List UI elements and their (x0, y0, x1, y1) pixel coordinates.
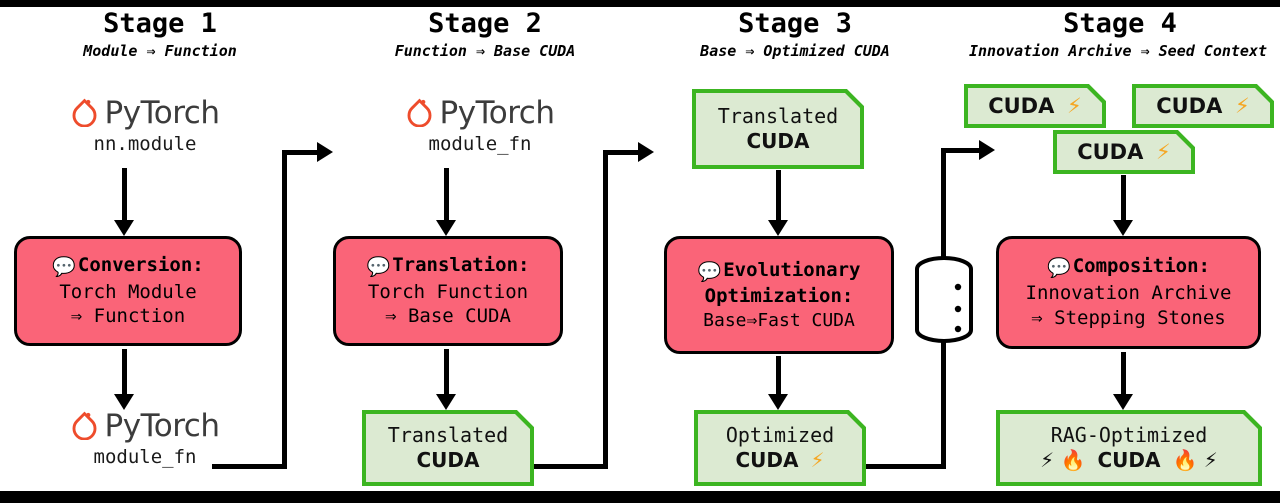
stage-1-process-line-3: ⇒ Function (70, 305, 186, 328)
stage-3-process-box[interactable]: 💬Evolutionary Optimization: Base⇒Fast CU… (664, 236, 894, 354)
connector-2-to-3-arrowhead (638, 142, 654, 162)
speech-bubble-icon: 💬 (52, 255, 76, 278)
stage-3-title: Stage 3 (738, 8, 852, 39)
stage-3-card-line-2: CUDA ⚡ (735, 448, 825, 472)
speech-bubble-icon: 💬 (366, 255, 391, 278)
connector-1-to-2-horizontal-lower (212, 464, 287, 469)
connector-2-to-3-horizontal-upper (603, 150, 640, 155)
stage-2-process-line-2: Torch Function (367, 280, 529, 303)
stage-1-title: Stage 1 (103, 8, 217, 39)
stage-4-archive-card-2[interactable]: CUDA ⚡ (1132, 84, 1274, 128)
stage-4-card-line-2: ⚡ 🔥 CUDA 🔥 ⚡ (1040, 448, 1218, 472)
pytorch-logo-icon (71, 409, 98, 444)
stage-4-title: Stage 4 (1063, 8, 1177, 39)
lightning-icon: ⚡ (810, 448, 825, 472)
connector-1-to-2-horizontal-upper (282, 150, 319, 155)
stage-2-top-code: module_fn (428, 133, 532, 155)
stage-2-card-line-1: Translated (387, 423, 509, 447)
lightning-icon: ⚡ (1235, 93, 1250, 118)
stage-3-arrow-bottom-head (768, 394, 788, 410)
top-border-bar (0, 0, 1280, 7)
stage-2-card-line-2: CUDA (416, 448, 480, 472)
pytorch-wordmark: PyTorch (104, 95, 220, 131)
stage-1-process-line-2: Torch Module (59, 280, 197, 303)
stage-4-archive-card-3[interactable]: CUDA ⚡ (1053, 130, 1195, 174)
stage-2-arrow-bottom-head (436, 394, 456, 410)
stage-4-process-line-3: ⇒ Stepping Stones (1031, 306, 1226, 329)
stage-1-top-pytorch-label: PyTorch nn.module (0, 95, 290, 155)
stage-4-archive-card-1-label: CUDA ⚡ (988, 93, 1082, 118)
speech-bubble-icon: 💬 (697, 260, 722, 283)
stage-3-process-line-1: 💬Evolutionary (697, 258, 861, 283)
pytorch-wordmark: PyTorch (439, 95, 555, 131)
stage-3-card-line-1: Optimized (725, 423, 835, 447)
stage-3-translated-cuda-card[interactable]: Translated CUDA (692, 89, 864, 169)
stage-1-arrow-top-head (114, 220, 134, 236)
stage-2-subtitle: Function ⇒ Base CUDA (394, 42, 576, 60)
stage-1-process-line-1: 💬Conversion: (52, 253, 204, 278)
lightning-fire-prefix-icon: ⚡ 🔥 (1040, 448, 1086, 472)
connector-1-to-2-vertical (282, 150, 287, 469)
stage-1-bottom-pytorch-label: PyTorch module_fn (0, 408, 290, 468)
stage-4-arrow-bottom-head (1113, 394, 1133, 410)
stage-3-process-line-3: Base⇒Fast CUDA (703, 309, 855, 331)
stage-3-top-card-line-1: Translated (717, 104, 839, 128)
stage-1-arrow-bottom-head (114, 394, 134, 410)
connector-3-to-db-horizontal (866, 464, 946, 469)
stage-2-title: Stage 2 (428, 8, 542, 39)
stage-3-optimized-cuda-card[interactable]: Optimized CUDA ⚡ (694, 410, 866, 486)
stage-1-subtitle: Module ⇒ Function (83, 42, 237, 60)
stage-4-arrow-bottom-line (1121, 352, 1126, 397)
stage-1-arrow-top-line (122, 168, 127, 222)
stage-4-process-box[interactable]: 💬Composition: Innovation Archive ⇒ Stepp… (996, 236, 1261, 349)
stage-4-archive-card-1[interactable]: CUDA ⚡ (964, 84, 1106, 128)
stage-4-arrow-top-line (1121, 175, 1126, 222)
connector-db-to-4-horizontal (941, 148, 981, 153)
connector-1-to-2-arrowhead (317, 142, 333, 162)
stage-2-process-line-1: 💬Translation: (366, 253, 530, 278)
stage-3-arrow-bottom-line (776, 356, 781, 398)
connector-2-to-3-horizontal-lower (534, 464, 608, 469)
stage-3-arrow-top-head (768, 220, 788, 236)
stage-2-arrow-bottom-line (444, 349, 449, 397)
stage-2-arrow-top-head (436, 220, 456, 236)
stage-3-subtitle: Base ⇒ Optimized CUDA (700, 42, 890, 60)
stage-1-bottom-code: module_fn (93, 446, 197, 468)
stage-1-top-code: nn.module (93, 133, 197, 155)
pytorch-logo-icon (71, 96, 98, 131)
lightning-icon: ⚡ (1067, 93, 1082, 118)
stage-2-arrow-top-line (444, 168, 449, 222)
speech-bubble-icon: 💬 (1047, 257, 1071, 280)
stage-2-top-pytorch-label: PyTorch module_fn (335, 95, 625, 155)
connector-db-to-4-arrowhead (979, 140, 995, 160)
pytorch-logo-icon (406, 96, 433, 131)
stage-1-process-box[interactable]: 💬Conversion: Torch Module ⇒ Function (14, 236, 242, 346)
connector-2-to-3-vertical (603, 150, 608, 469)
stage-4-process-line-1: 💬Composition: (1047, 255, 1210, 280)
stage-2-process-line-3: ⇒ Base CUDA (385, 305, 511, 328)
stage-4-process-line-2: Innovation Archive (1025, 282, 1232, 305)
stage-4-card-line-1: RAG-Optimized (1050, 423, 1208, 447)
stage-3-process-line-2: Optimization: (704, 285, 854, 308)
stage-3-top-card-line-2: CUDA (746, 129, 810, 153)
innovation-archive-database-icon (913, 255, 975, 345)
stage-4-archive-card-2-label: CUDA ⚡ (1156, 93, 1250, 118)
stage-3-arrow-top-line (776, 170, 781, 222)
stage-2-process-box[interactable]: 💬Translation: Torch Function ⇒ Base CUDA (333, 236, 563, 346)
stage-4-archive-card-3-label: CUDA ⚡ (1077, 139, 1171, 164)
stage-1-arrow-bottom-line (122, 349, 127, 397)
pytorch-wordmark: PyTorch (104, 408, 220, 444)
stage-2-translated-cuda-card[interactable]: Translated CUDA (362, 410, 534, 486)
bottom-border-bar (0, 491, 1280, 503)
stage-4-arrow-top-head (1113, 220, 1133, 236)
stage-4-subtitle: Innovation Archive ⇒ Seed Context (968, 42, 1267, 60)
stage-4-rag-optimized-cuda-card[interactable]: RAG-Optimized ⚡ 🔥 CUDA 🔥 ⚡ (996, 410, 1262, 486)
lightning-icon: ⚡ (1156, 139, 1171, 164)
fire-lightning-suffix-icon: 🔥 ⚡ (1172, 448, 1218, 472)
